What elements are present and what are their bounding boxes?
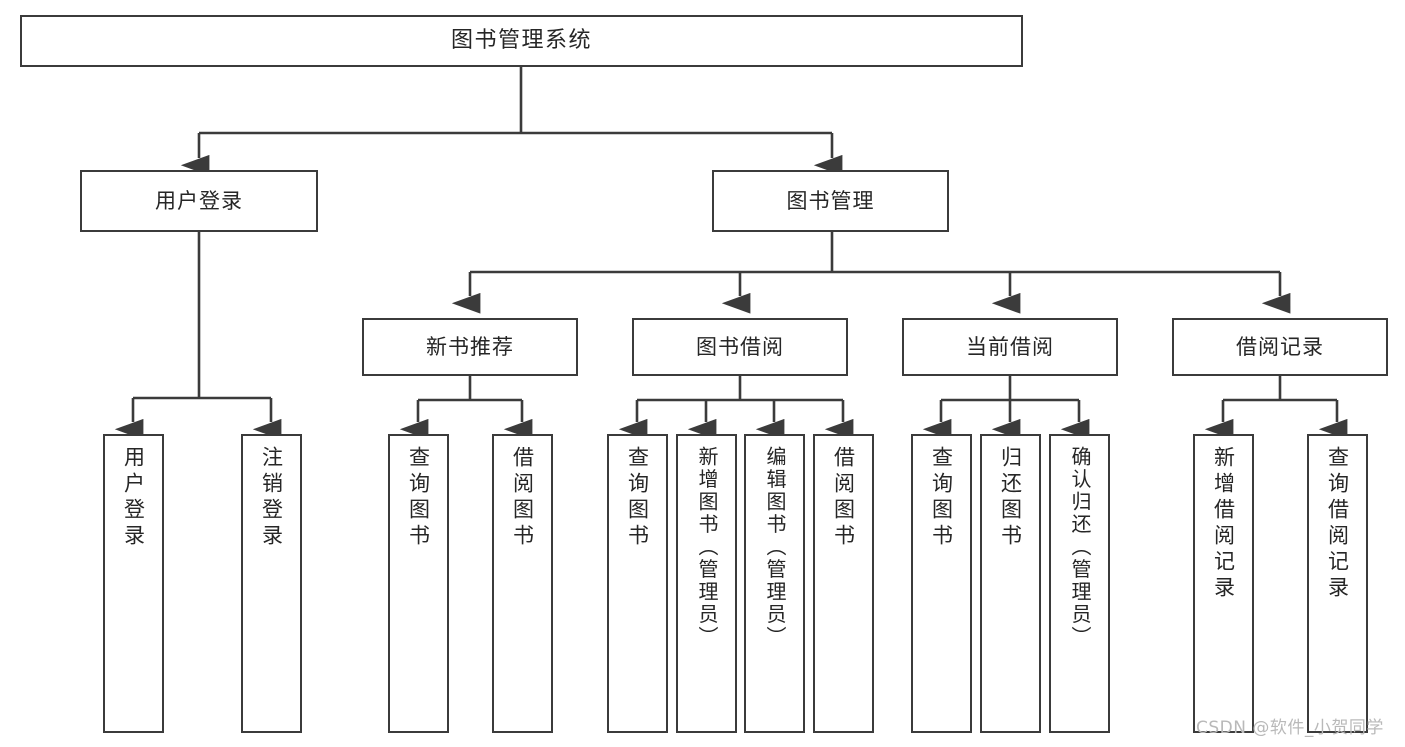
node-label: 查询图书 [406, 446, 431, 550]
node-label: 查询图书 [929, 446, 954, 550]
node-current-borrowing[interactable]: 当前借阅 [902, 318, 1118, 376]
node-label: 借阅图书 [831, 446, 856, 550]
node-label: 查询图书 [625, 446, 650, 550]
leaf-confirm-return-admin[interactable]: 确认归还（管理员） [1049, 434, 1110, 733]
node-label: 借阅记录 [1236, 334, 1324, 359]
node-label: 当前借阅 [966, 334, 1054, 359]
node-borrowing-record[interactable]: 借阅记录 [1172, 318, 1388, 376]
node-label: 注销登录 [259, 446, 284, 550]
leaf-add-book-admin[interactable]: 新增图书（管理员） [676, 434, 737, 733]
node-label: 确认归还（管理员） [1068, 446, 1092, 649]
leaf-query-borrow-record[interactable]: 查询借阅记录 [1307, 434, 1368, 733]
node-label: 新增图书（管理员） [695, 446, 719, 649]
node-book-borrowing[interactable]: 图书借阅 [632, 318, 848, 376]
node-user-login[interactable]: 用户登录 [80, 170, 318, 232]
leaf-edit-book-admin[interactable]: 编辑图书（管理员） [744, 434, 805, 733]
leaf-borrow-book-new[interactable]: 借阅图书 [492, 434, 553, 733]
node-new-book-recommendation[interactable]: 新书推荐 [362, 318, 578, 376]
node-label: 新书推荐 [426, 334, 514, 359]
node-root-book-management-system[interactable]: 图书管理系统 [20, 15, 1023, 67]
node-label: 用户登录 [155, 188, 243, 213]
node-label: 新增借阅记录 [1211, 446, 1236, 602]
leaf-borrow-book[interactable]: 借阅图书 [813, 434, 874, 733]
leaf-return-book[interactable]: 归还图书 [980, 434, 1041, 733]
node-label: 图书借阅 [696, 334, 784, 359]
leaf-query-book-new[interactable]: 查询图书 [388, 434, 449, 733]
leaf-logout-login[interactable]: 注销登录 [241, 434, 302, 733]
node-label: 图书管理系统 [450, 27, 592, 53]
node-book-management[interactable]: 图书管理 [712, 170, 949, 232]
node-label: 借阅图书 [510, 446, 535, 550]
leaf-user-login[interactable]: 用户登录 [103, 434, 164, 733]
leaf-query-book-current[interactable]: 查询图书 [911, 434, 972, 733]
node-label: 用户登录 [121, 446, 146, 550]
node-label: 查询借阅记录 [1325, 446, 1350, 602]
leaf-query-book-borrow[interactable]: 查询图书 [607, 434, 668, 733]
node-label: 编辑图书（管理员） [763, 446, 787, 649]
node-label: 图书管理 [786, 188, 875, 213]
node-label: 归还图书 [998, 446, 1023, 550]
leaf-add-borrow-record[interactable]: 新增借阅记录 [1193, 434, 1254, 733]
